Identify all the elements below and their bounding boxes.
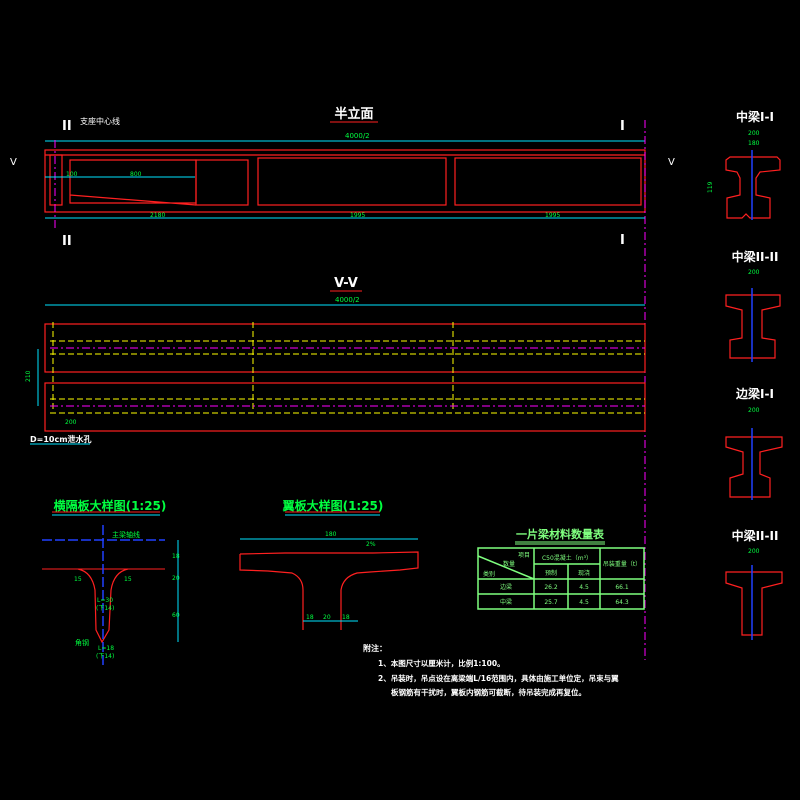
dim-label: 180	[748, 140, 760, 147]
dim-label: L=30	[97, 597, 113, 604]
dim-label: 180	[325, 531, 337, 538]
dim-label: 1995	[545, 212, 560, 219]
row-precast: 26.2	[544, 584, 558, 591]
row-cast: 4.5	[579, 584, 589, 591]
section-outline	[725, 436, 783, 498]
dim-label: 20	[323, 614, 331, 621]
vv-title: V-V	[334, 276, 358, 291]
header-cast: 现浇	[578, 569, 590, 577]
overall-dim: 4000/2	[345, 132, 370, 140]
dim-label: 2180	[150, 212, 165, 219]
table-row: 中梁 25.7 4.5 64.3	[500, 598, 629, 606]
diaphragm-outline	[77, 568, 129, 644]
flange-outline	[239, 551, 419, 630]
slope-label: 2%	[366, 541, 376, 548]
flange-detail: 翼板大样图(1:25) 180 2% 18 20 18	[239, 498, 419, 630]
half-elevation-title: 半立面	[334, 106, 373, 122]
dim-label: (下14)	[96, 605, 114, 612]
web-panel	[454, 157, 642, 206]
dim-label: 1995	[350, 212, 365, 219]
dim-label: 18	[172, 553, 180, 560]
diaphragm-hidden	[52, 322, 454, 412]
note-1: 1、本图尺寸以厘米计，比例1:100。	[378, 658, 505, 668]
header-item: 项目	[518, 552, 530, 559]
web-panel	[257, 157, 447, 206]
drain-hole-label: D=10cm泄水孔	[30, 434, 92, 444]
section-title: 边梁I-I	[735, 386, 774, 401]
section-title: 中梁II-II	[732, 528, 779, 543]
dim-label: 200	[65, 419, 77, 426]
notes: 附注： 1、本图尺寸以厘米计，比例1:100。 2、吊装时，吊点设在离梁端L/1…	[363, 643, 619, 697]
dim-label: 15	[124, 576, 132, 583]
notes-title: 附注：	[363, 643, 387, 653]
section-mark-i-bottom: I	[620, 233, 625, 248]
header-precast: 预制	[545, 569, 557, 577]
edge-label: 角钢	[75, 638, 89, 647]
header-weight: 吊装重量（t）	[603, 560, 641, 568]
section-mark-v-right: V	[668, 157, 675, 168]
note-2: 2、吊装时，吊点设在离梁端L/16范围内，具体由施工单位定，吊束与翼	[378, 673, 619, 683]
dim-label: 200	[748, 269, 760, 276]
girder-plan-bottom	[44, 382, 646, 432]
row-weight: 66.1	[615, 584, 629, 591]
dim-label: 200	[748, 548, 760, 555]
dim-label: 200	[748, 407, 760, 414]
end-taper	[69, 159, 197, 206]
row-weight: 64.3	[615, 599, 629, 606]
dim-label: 800	[130, 171, 142, 178]
section-mark-ii-top: II	[62, 119, 72, 134]
section-4: 中梁II-II 200	[725, 528, 783, 640]
dim-label: (下14)	[96, 653, 114, 660]
end-block	[49, 154, 63, 206]
diaphragm-detail: 横隔板大样图(1:25) 主梁轴线 L=30 (下14) L=18 (下14) …	[42, 498, 180, 665]
row-type: 中梁	[500, 598, 512, 606]
half-elevation: 半立面 支座中心线 II II I I V V 4000/2 100 800 2…	[10, 106, 675, 660]
dim-label: 15	[74, 576, 82, 583]
dim-label: 119	[707, 181, 714, 193]
web-panel	[195, 159, 249, 206]
section-2: 中梁II-II 200	[725, 249, 781, 362]
dim-label: 210	[25, 370, 32, 382]
dim-label: 200	[748, 130, 760, 137]
dim-label: 100	[66, 171, 78, 178]
row-type: 边梁	[500, 583, 512, 591]
section-mark-ii-bottom: II	[62, 234, 72, 249]
section-outline	[725, 156, 781, 219]
section-outline	[725, 294, 781, 359]
header-qty: 数量	[503, 560, 515, 568]
note-2-cont: 板钢筋有干扰时，翼板内钢筋可截断，待吊装完成再复位。	[391, 687, 586, 697]
row-cast: 4.5	[579, 599, 589, 606]
row-precast: 25.7	[544, 599, 558, 606]
girder-centerline	[50, 347, 645, 407]
section-mark-i-top: I	[620, 119, 625, 134]
section-mark-v-left: V	[10, 157, 17, 168]
header-type: 类别	[483, 570, 495, 578]
hidden-web-lines	[50, 340, 645, 414]
dim-label: 18	[342, 614, 350, 621]
section-1: 中梁I-I 200 180 119	[707, 109, 781, 220]
flange-title: 翼板大样图(1:25)	[282, 498, 384, 513]
axis-label: 主梁轴线	[112, 530, 140, 539]
support-centerline-label: 支座中心线	[80, 116, 120, 126]
table-grid	[477, 548, 644, 609]
section-title: 中梁I-I	[736, 109, 774, 124]
dim-label: 20	[172, 575, 180, 582]
dim-label: 60	[172, 612, 180, 619]
diaphragm-title: 横隔板大样图(1:25)	[54, 498, 167, 513]
cross-sections: 中梁I-I 200 180 119 中梁II-II 200 边梁I-I 200 …	[707, 109, 783, 640]
section-vv: V-V 4000/2 210 200 D=10cm泄水孔	[25, 276, 646, 445]
table-row: 边梁 26.2 4.5 66.1	[500, 583, 629, 591]
header-concrete: C50混凝土（m³）	[542, 554, 592, 562]
table-title: 一片梁材料数量表	[516, 527, 605, 541]
overall-dim: 4000/2	[335, 296, 360, 304]
material-table: 一片梁材料数量表 项目 数量 类别 C50混凝土（m³） 预制 现浇 吊装重量（…	[477, 527, 645, 610]
section-title: 中梁II-II	[732, 249, 779, 264]
dim-label: 18	[306, 614, 314, 621]
section-outline	[725, 571, 783, 636]
section-3: 边梁I-I 200	[725, 386, 783, 500]
dim-label: L=18	[98, 645, 114, 652]
